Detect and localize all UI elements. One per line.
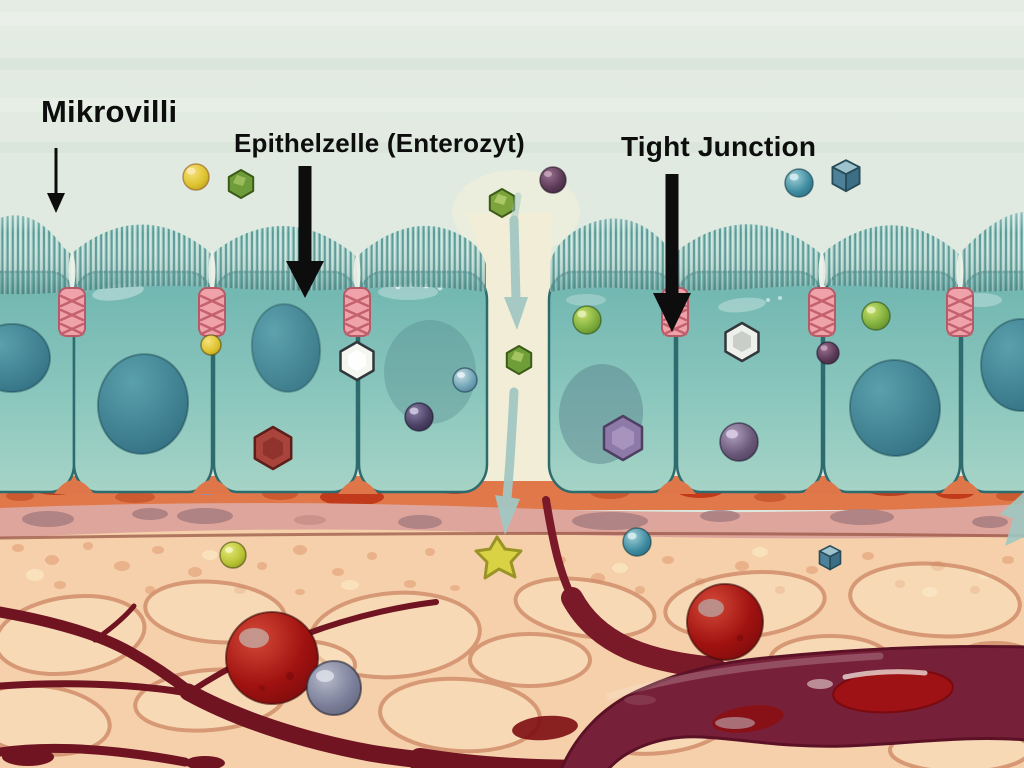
- sphere-gray-blue: [306, 660, 362, 716]
- star-particle-yellow: [474, 535, 523, 580]
- junction-notches: [68, 250, 964, 298]
- sphere-yellow-small: [200, 334, 222, 356]
- epithelzelle-arrow: [286, 166, 324, 298]
- tight-junction-arrow: [653, 174, 691, 332]
- sphere-yellow-green: [219, 541, 247, 569]
- tight-junction-structure: [198, 287, 226, 337]
- nucleus-faint: [384, 320, 476, 424]
- sphere-plum-lumen: [539, 166, 567, 194]
- sphere-green-2: [861, 301, 891, 331]
- label-epithelzelle: Epithelzelle (Enterozyt): [234, 128, 525, 158]
- tight-junction-structure: [58, 287, 86, 337]
- sphere-yellow: [182, 163, 210, 191]
- basement-membrane-pink-layer: [0, 503, 1024, 540]
- tight-junction-structure: [343, 287, 371, 337]
- hexagon-silver: [724, 321, 760, 363]
- nucleus: [250, 303, 322, 393]
- basement-wedges: [54, 480, 981, 494]
- label-arrows: [47, 148, 691, 332]
- sphere-red-medium: [686, 583, 764, 661]
- sphere-indigo: [404, 402, 434, 432]
- sphere-plum-small: [816, 341, 840, 365]
- sphere-teal-lumen: [784, 168, 814, 198]
- nucleus: [96, 353, 190, 455]
- cell-zone-particles: [200, 301, 891, 471]
- sphere-steel-blue: [452, 367, 478, 393]
- cell-highlights: [92, 282, 1002, 313]
- nucleus: [848, 359, 942, 457]
- nucleus: [0, 323, 51, 393]
- tight-junction-structure: [946, 287, 974, 337]
- sphere-green: [572, 305, 602, 335]
- erythrocytes: [2, 668, 954, 768]
- tissue-particles: [219, 527, 842, 716]
- hexagon-white: [339, 340, 375, 382]
- label-tight-junction: Tight Junction: [621, 131, 817, 162]
- label-mikrovilli: Mikrovilli: [41, 94, 178, 129]
- cube-teal-lumen: [831, 159, 861, 193]
- sphere-teal-tissue: [622, 527, 652, 557]
- nucleus: [980, 318, 1024, 412]
- hexagon-green-gap: [505, 345, 533, 375]
- tight-junction-structure: [808, 287, 836, 337]
- blood-vessels: [0, 496, 1024, 768]
- hexagon-dark-red: [253, 425, 293, 471]
- sphere-red-large: [225, 611, 319, 705]
- cube-teal-tissue: [818, 544, 842, 571]
- sphere-purple: [719, 422, 759, 462]
- hexagon-green-lumen-2: [488, 188, 516, 218]
- hexagon-purple: [602, 414, 644, 462]
- hexagon-green-lumen: [227, 169, 255, 199]
- lumen-particles: [182, 159, 861, 218]
- microvilli-brush-border: [0, 212, 1024, 298]
- mikrovilli-arrow: [47, 148, 65, 213]
- paracellular-transport-arrow: [495, 192, 528, 535]
- edge-arrow-fragment: [1000, 492, 1024, 546]
